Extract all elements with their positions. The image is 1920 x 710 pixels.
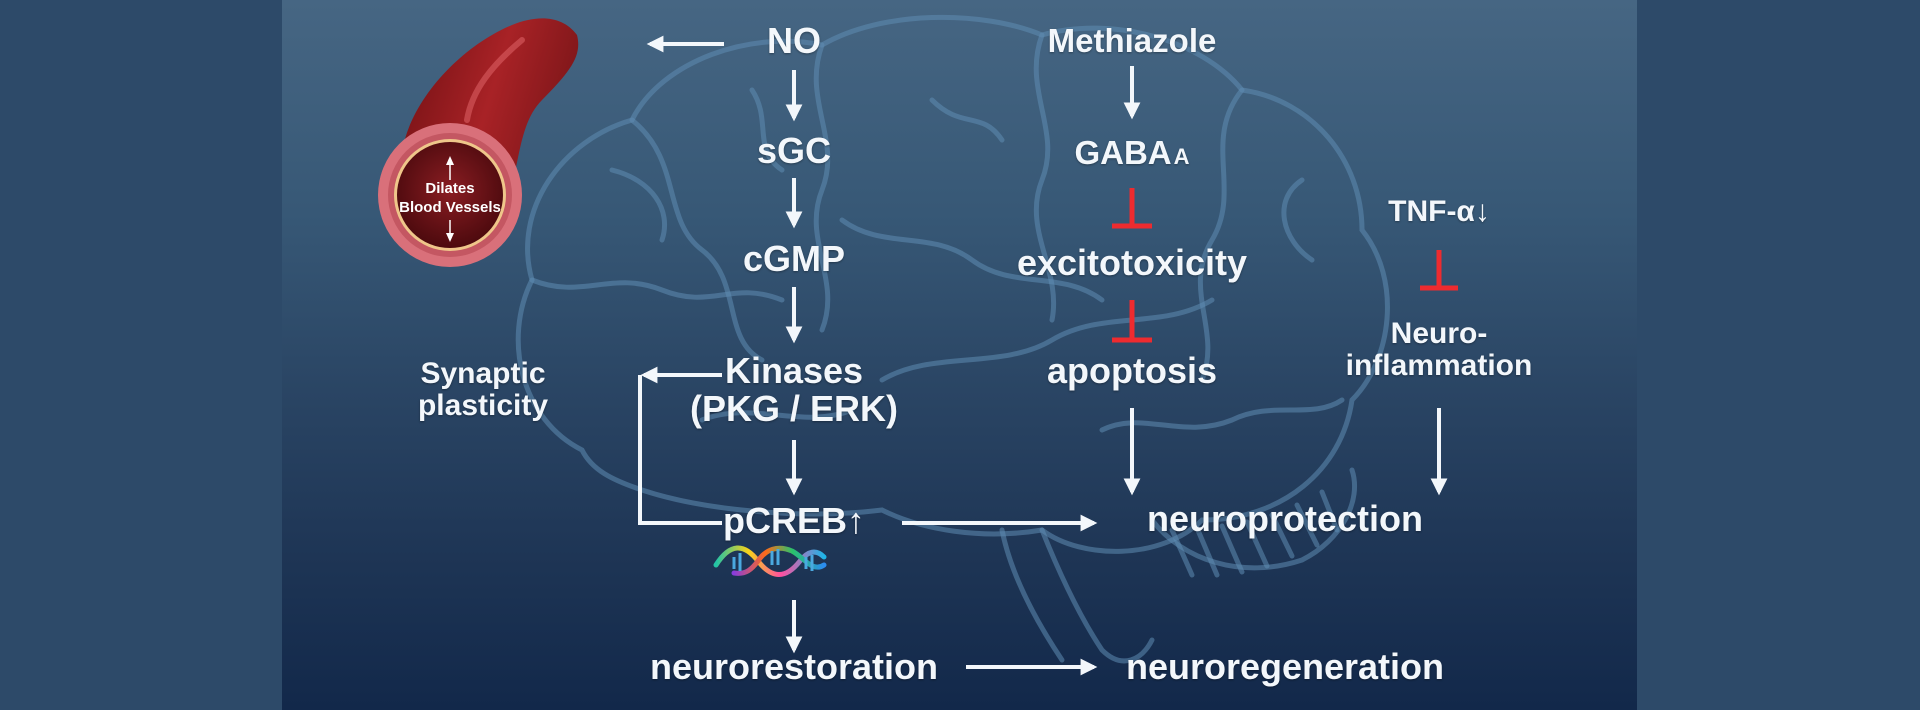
node-neuroinflammation-line2: inflammation xyxy=(1345,348,1533,382)
pathway-arrows xyxy=(638,35,1458,676)
node-methiazole: Methiazole xyxy=(1047,22,1217,59)
node-no: NO xyxy=(767,20,821,61)
node-apoptosis: apoptosis xyxy=(1046,350,1218,391)
node-neuroprotection: neuroprotection xyxy=(1147,498,1423,539)
bracket-pcreb-synaptic xyxy=(638,375,722,525)
node-synaptic-plasticity: Synaptic plasticity xyxy=(418,358,548,421)
node-gaba: GABA xyxy=(1074,134,1172,171)
node-neuroregeneration: neuroregeneration xyxy=(1125,646,1445,687)
vessel-label-line2: Blood Vessels xyxy=(399,198,501,216)
node-synaptic-line2: plasticity xyxy=(417,388,549,422)
node-neuroinflammation: Neuro- inflammation xyxy=(1346,318,1533,381)
vessel-label: Dilates Blood Vessels xyxy=(399,180,501,218)
inhibit-tnf-neuroinflammation xyxy=(1420,250,1458,291)
diagram-panel: Dilates Blood Vessels xyxy=(282,0,1637,710)
node-gaba-a: GABAA xyxy=(1074,134,1190,171)
node-synaptic-line1: Synaptic xyxy=(420,357,546,390)
vessel-label-line1: Dilates xyxy=(425,180,475,197)
node-tnf-alpha: TNF-α↓ xyxy=(1388,195,1490,228)
node-gaba-subscript: A xyxy=(1173,144,1190,169)
node-kinases-line1: Kinases xyxy=(724,350,864,391)
node-excitotoxicity: excitotoxicity xyxy=(1016,242,1248,283)
node-neuroinflammation-line1: Neuro- xyxy=(1390,317,1488,350)
node-neurorestoration: neurorestoration xyxy=(649,646,939,687)
inhibit-gaba-excitotoxicity xyxy=(1112,188,1152,229)
node-kinases: Kinases (PKG / ERK) xyxy=(690,352,898,428)
node-cgmp: cGMP xyxy=(742,238,846,279)
node-kinases-line2: (PKG / ERK) xyxy=(689,387,899,429)
dna-helix-icon xyxy=(713,545,827,577)
blood-vessel-icon xyxy=(378,18,579,267)
node-pcreb: pCREB↑ xyxy=(723,500,865,541)
node-sgc: sGC xyxy=(756,130,832,171)
inhibit-excitotoxicity-apoptosis xyxy=(1112,300,1152,343)
